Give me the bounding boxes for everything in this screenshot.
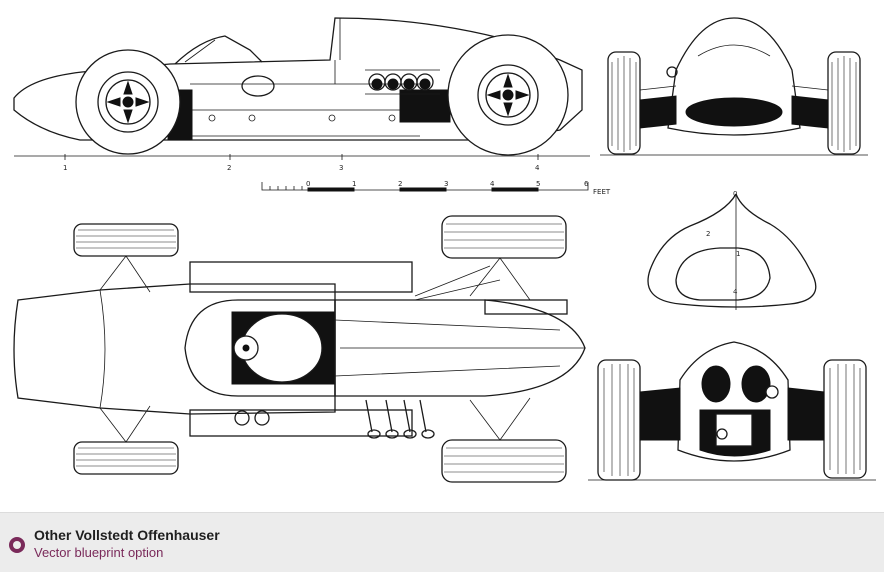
ruler-upper-2: 2 bbox=[227, 164, 231, 172]
plan-wheels bbox=[73, 215, 567, 483]
section-mark-4: 4 bbox=[733, 288, 738, 296]
blueprint-drawing: 1 2 3 4 0 1 2 3 4 5 6 FEET bbox=[13, 17, 876, 483]
caption-bar: Other Vollstedt Offenhauser Vector bluep… bbox=[0, 512, 884, 572]
section-mark-1: 1 bbox=[736, 250, 740, 258]
side-view: 1 2 3 4 bbox=[13, 17, 590, 172]
scale-5: 5 bbox=[536, 180, 540, 188]
scale-4: 4 bbox=[490, 180, 495, 188]
scale-1: 1 bbox=[352, 180, 356, 188]
caption-subtitle[interactable]: Vector blueprint option bbox=[34, 545, 164, 560]
scale-bar: 0 1 2 3 4 5 6 FEET bbox=[261, 180, 611, 196]
exhaust-pipes-plan bbox=[365, 399, 435, 439]
ruler-upper-4: 4 bbox=[535, 164, 540, 172]
section-view: 0 2 1 4 bbox=[647, 190, 817, 310]
rear-view bbox=[588, 341, 876, 481]
ruler-upper-1: 1 bbox=[63, 164, 67, 172]
scale-3: 3 bbox=[444, 180, 448, 188]
front-view bbox=[600, 17, 868, 156]
scale-2: 2 bbox=[398, 180, 402, 188]
section-mark-0: 0 bbox=[733, 190, 737, 198]
section-mark-2: 2 bbox=[706, 230, 710, 238]
caption-title[interactable]: Other Vollstedt Offenhauser bbox=[34, 527, 220, 543]
front-wheel-side bbox=[75, 49, 181, 155]
ruler-upper-3: 3 bbox=[339, 164, 343, 172]
rear-wheel-side bbox=[447, 34, 569, 156]
scale-unit: FEET bbox=[593, 188, 611, 196]
plan-view bbox=[13, 215, 586, 483]
scale-6: 6 bbox=[584, 180, 589, 188]
circle-badge-icon bbox=[9, 537, 25, 553]
scale-0: 0 bbox=[306, 180, 310, 188]
exhaust-pipes-side bbox=[365, 69, 440, 95]
